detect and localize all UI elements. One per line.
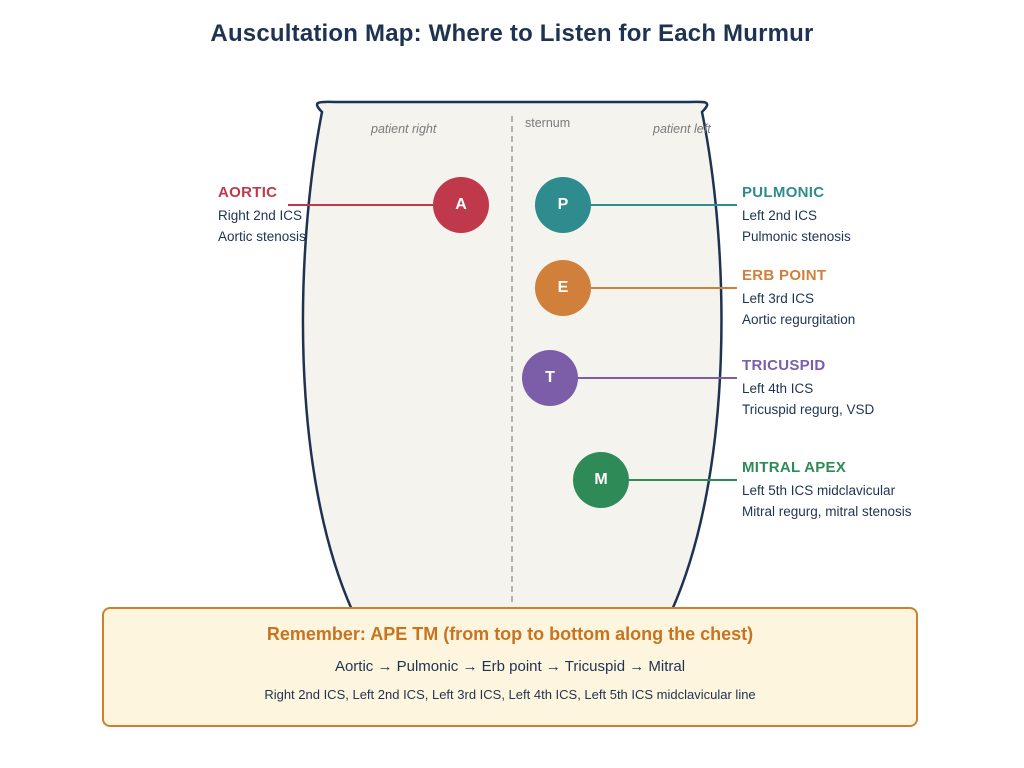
erb-label: ERB POINT Left 3rd ICS Aortic regurgitat… — [742, 264, 855, 330]
mnemonic-sequence: Aortic → Pulmonic → Erb point → Tricuspi… — [334, 658, 686, 675]
mitral-point-marker — [573, 452, 629, 508]
patient-right-label: patient right — [371, 122, 437, 136]
patient-left-label: patient left — [653, 122, 711, 136]
erb-point-letter: E — [557, 279, 569, 296]
pulmonic-point-marker — [535, 177, 591, 233]
erb-point-marker — [535, 260, 591, 316]
tricuspid-label: TRICUSPID Left 4th ICS Tricuspid regurg,… — [742, 354, 874, 420]
mitral-point-letter: M — [594, 471, 608, 488]
erb-name: ERB POINT — [742, 267, 827, 284]
aortic-label: AORTIC Right 2nd ICS Aortic stenosis — [218, 181, 306, 247]
aortic-location: Right 2nd ICS — [218, 208, 303, 223]
mnemonic-heading: Remember: APE TM (from top to bottom alo… — [266, 624, 754, 644]
aortic-point-letter: A — [455, 196, 467, 213]
pulmonic-location: Left 2nd ICS — [742, 208, 818, 223]
tricuspid-location: Left 4th ICS — [742, 381, 814, 396]
mitral-name: MITRAL APEX — [742, 459, 847, 476]
mitral-label: MITRAL APEX Left 5th ICS midclavicular M… — [742, 456, 912, 522]
mitral-location: Left 5th ICS midclavicular — [742, 483, 896, 498]
aortic-point-marker — [433, 177, 489, 233]
aortic-murmur: Aortic stenosis — [218, 229, 306, 244]
page-title: Auscultation Map: Where to Listen for Ea… — [210, 20, 814, 47]
pulmonic-name: PULMONIC — [742, 184, 825, 201]
pulmonic-point-letter: P — [557, 196, 569, 213]
tricuspid-point-marker — [522, 350, 578, 406]
mitral-murmur: Mitral regurg, mitral stenosis — [742, 504, 912, 519]
tricuspid-point-letter: T — [545, 369, 555, 386]
mnemonic-detail: Right 2nd ICS, Left 2nd ICS, Left 3rd IC… — [264, 687, 756, 702]
mnemonic-box: Remember: APE TM (from top to bottom alo… — [102, 607, 918, 727]
erb-murmur: Aortic regurgitation — [742, 312, 856, 327]
erb-location: Left 3rd ICS — [742, 291, 815, 306]
pulmonic-murmur: Pulmonic stenosis — [742, 229, 851, 244]
tricuspid-murmur: Tricuspid regurg, VSD — [742, 402, 875, 417]
pulmonic-label: PULMONIC Left 2nd ICS Pulmonic stenosis — [742, 181, 851, 247]
aortic-name: AORTIC — [218, 184, 278, 201]
tricuspid-name: TRICUSPID — [742, 357, 826, 374]
sternum-label: sternum — [525, 116, 571, 130]
